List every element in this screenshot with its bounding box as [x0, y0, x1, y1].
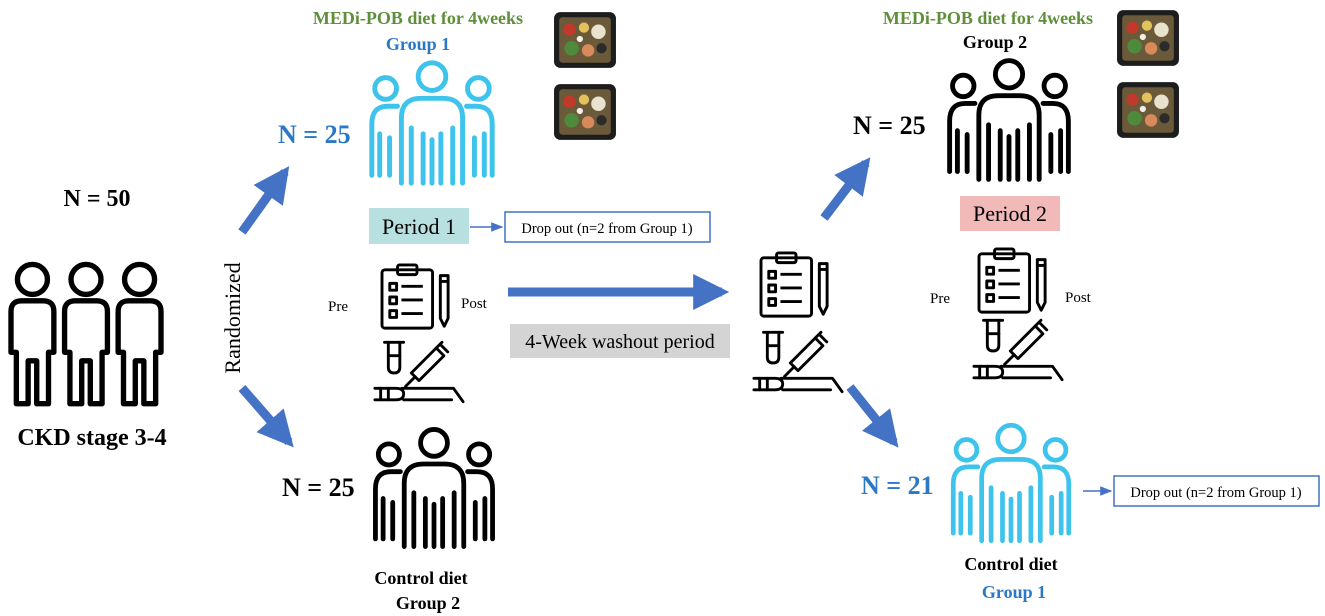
period2-group-bottom-label: Group 1: [982, 582, 1046, 602]
blood-test-icon: [972, 318, 1064, 382]
dropout1-box: [504, 211, 711, 243]
washout-label-box: [510, 324, 730, 358]
arrow-to-group1: [238, 166, 290, 235]
period2-group-top-label: Group 2: [963, 32, 1027, 52]
meal-box-icon: [1117, 82, 1179, 138]
arrow-to-period2-top: [820, 157, 871, 221]
meal-box-icon: [554, 84, 616, 140]
period1-control-label: Control diet: [374, 568, 467, 588]
people-group-icon: [375, 429, 492, 546]
dropout2-box: [1113, 475, 1320, 507]
period2-post-label: Post: [1065, 290, 1092, 306]
population-label: CKD stage 3-4: [17, 425, 166, 451]
clipboard-checklist-icon: [380, 263, 450, 330]
period2-label-box: [960, 196, 1060, 231]
blood-test-icon: [752, 330, 844, 394]
period2-control-label: Control diet: [964, 554, 1057, 574]
arrow-to-period2-bottom: [846, 384, 899, 448]
washout-label: 4-Week washout period: [525, 331, 714, 353]
period2-pre-label: Pre: [930, 291, 950, 307]
period1-group-bottom-label: Group 2: [396, 593, 460, 613]
period2-diet-title: MEDi-POB diet for 4weeks: [883, 8, 1093, 28]
dropout1-text: Drop out (n=2 from Group 1): [521, 221, 692, 237]
period1-top-count: N = 25: [278, 120, 351, 149]
meal-box-icon: [554, 12, 616, 68]
period1-diet-title: MEDi-POB diet for 4weeks: [313, 8, 523, 28]
clipboard-checklist-icon: [977, 247, 1047, 314]
blood-test-icon: [373, 340, 465, 404]
clipboard-checklist-icon: [759, 251, 829, 318]
period1-label-box: [369, 208, 469, 244]
meal-box-icon: [1117, 10, 1179, 66]
people-group-icon: [372, 63, 492, 183]
dropout2-text: Drop out (n=2 from Group 1): [1130, 485, 1301, 501]
period1-group-top-label: Group 1: [386, 34, 450, 54]
period1-label: Period 1: [382, 214, 456, 239]
period1-bottom-count: N = 25: [282, 473, 355, 502]
total-count: N = 50: [63, 186, 130, 212]
period1-post-label: Post: [461, 296, 488, 312]
people-row-icon: [11, 264, 161, 403]
period2-bottom-count: N = 21: [861, 471, 934, 500]
people-group-icon: [950, 61, 1069, 180]
people-group-icon: [953, 425, 1068, 540]
period2-top-count: N = 25: [853, 111, 926, 140]
period2-label: Period 2: [973, 201, 1047, 226]
randomized-label: Randomized: [220, 262, 245, 373]
arrow-to-group2: [238, 385, 294, 448]
period1-pre-label: Pre: [328, 299, 348, 315]
